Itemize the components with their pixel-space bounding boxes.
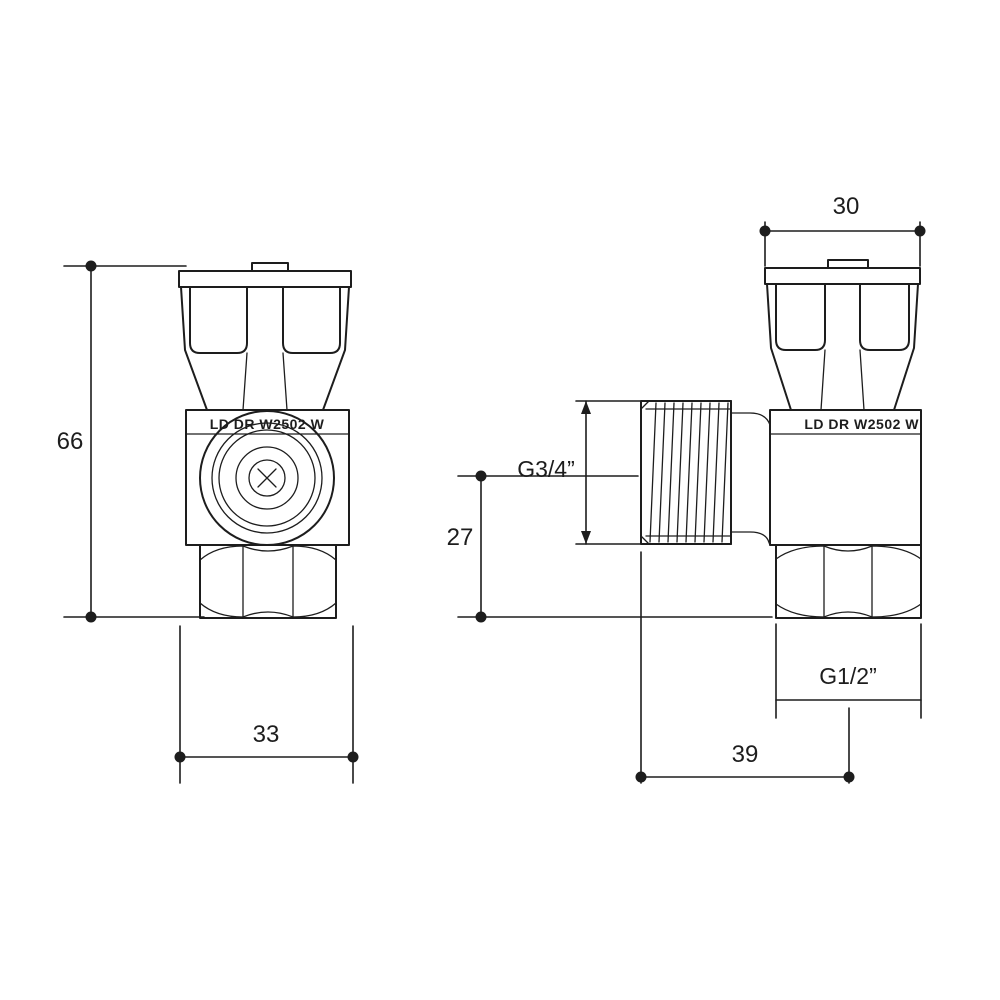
side-hex-chamfer-bottom bbox=[775, 603, 922, 618]
front-outlet-cross bbox=[257, 468, 277, 488]
front-handle-grip-right bbox=[282, 286, 341, 354]
front-body-marking: LD DR W2502 W bbox=[210, 416, 325, 432]
dim-arrow-up bbox=[581, 401, 591, 414]
side-handle bbox=[764, 259, 921, 411]
inlet-neck-bottom bbox=[730, 531, 771, 546]
front-handle-valley-lines bbox=[242, 352, 288, 411]
side-stem-cap bbox=[827, 259, 869, 269]
dim-front-width-label: 33 bbox=[253, 721, 280, 748]
front-body: LD DR W2502 W bbox=[185, 409, 350, 546]
front-outlet-ring-outer bbox=[199, 410, 335, 546]
front-view: LD DR W2502 W bbox=[178, 262, 352, 619]
dim-handle-width: 30 bbox=[759, 193, 926, 267]
side-handle-skirt-right bbox=[893, 283, 919, 411]
side-handle-valley-lines bbox=[820, 349, 865, 411]
dim-inlet-center-label: 27 bbox=[447, 524, 474, 551]
front-outlet-ring-3 bbox=[218, 429, 316, 527]
side-body: LD DR W2502 W bbox=[769, 409, 922, 546]
side-hex-nut bbox=[775, 544, 922, 619]
front-hex-nut bbox=[199, 544, 337, 619]
dim-front-width: 33 bbox=[174, 625, 359, 784]
dim-arrow-down bbox=[581, 531, 591, 544]
dim-outlet-thread: G1/2” bbox=[775, 623, 922, 719]
inlet-thread-root-lines bbox=[645, 408, 732, 537]
front-hex-outline bbox=[199, 544, 337, 619]
front-outlet-ring-5 bbox=[248, 459, 286, 497]
front-handle-grip-left bbox=[189, 286, 248, 354]
front-outlet-ring-2 bbox=[211, 422, 323, 534]
side-handle-top-band bbox=[764, 267, 921, 285]
side-hex-chamfer-top bbox=[775, 545, 922, 560]
dim-front-height-label: 66 bbox=[57, 428, 84, 455]
side-threaded-inlet bbox=[640, 400, 771, 546]
dim-dot bbox=[635, 771, 647, 783]
side-hex-outline bbox=[775, 544, 922, 619]
front-dimensions: 66 33 bbox=[57, 260, 359, 784]
dim-dot bbox=[85, 611, 97, 623]
dim-dot bbox=[914, 225, 926, 237]
dim-inlet-thread-label: G3/4” bbox=[517, 456, 575, 482]
dim-depth-label: 39 bbox=[732, 741, 759, 768]
dim-dot bbox=[759, 225, 771, 237]
front-hex-chamfer-top bbox=[199, 545, 337, 561]
front-handle-skirt-right bbox=[322, 286, 350, 411]
dim-handle-width-label: 30 bbox=[833, 193, 860, 220]
side-view: LD DR W2502 W bbox=[640, 259, 922, 619]
side-hex-facets bbox=[823, 544, 873, 619]
dim-outlet-thread-label: G1/2” bbox=[819, 663, 877, 689]
front-outlet-ring-4 bbox=[235, 446, 299, 510]
front-handle bbox=[178, 262, 352, 411]
front-hex-facets bbox=[242, 544, 294, 619]
side-handle-skirt-left bbox=[766, 283, 792, 411]
dim-dot bbox=[843, 771, 855, 783]
dim-dot bbox=[85, 260, 97, 272]
inlet-outline bbox=[640, 400, 732, 545]
side-body-marking: LD DR W2502 W bbox=[804, 416, 919, 432]
side-dimensions: 30 G3/4” 27 G1/2” bbox=[447, 193, 926, 784]
side-handle-grip-left bbox=[775, 283, 826, 351]
inlet-chamfers bbox=[640, 400, 650, 545]
dim-inlet-center: 27 bbox=[447, 470, 773, 623]
dim-inlet-thread: G3/4” bbox=[517, 400, 642, 545]
side-handle-grip-right bbox=[859, 283, 910, 351]
front-handle-top-band bbox=[178, 270, 352, 288]
side-body-outline bbox=[769, 409, 922, 546]
dim-dot bbox=[174, 751, 186, 763]
dim-front-height: 66 bbox=[57, 260, 205, 623]
front-hex-chamfer-bottom bbox=[199, 602, 337, 618]
dim-dot bbox=[347, 751, 359, 763]
dim-depth: 39 bbox=[635, 551, 855, 784]
dim-dot bbox=[475, 611, 487, 623]
inlet-neck-top bbox=[730, 412, 771, 426]
inlet-thread-hatch bbox=[649, 402, 729, 543]
dim-dot bbox=[475, 470, 487, 482]
front-handle-skirt-left bbox=[180, 286, 208, 411]
front-stem-cap bbox=[251, 262, 289, 272]
